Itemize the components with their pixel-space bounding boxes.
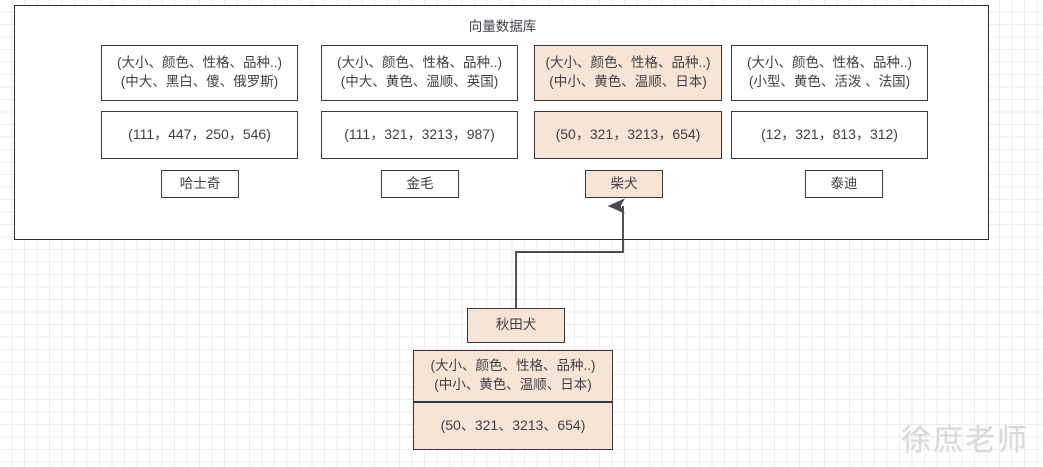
vector-box-teddy: (12，321，813，312) [731,111,928,159]
attributes-box-teddy: (大小、颜色、性格、品种..) (小型、黄色、活泼 、法国) [731,45,928,101]
match-arrow-path [515,198,625,308]
label-box-shiba-inu: 柴犬 [585,170,663,198]
attributes-box-husky: (大小、颜色、性格、品种..) (中大、黑白、傻、俄罗斯) [101,45,298,101]
label-box-golden-retriever: 金毛 [381,170,459,198]
vector-box-husky: (111，447，250，546) [101,111,298,159]
vector-box-shiba-inu: (50，321，3213，654) [534,111,722,159]
vector-box-akita: (50、321、3213、654) [413,402,613,450]
label-box-akita: 秋田犬 [467,308,565,343]
attributes-box-akita: (大小、颜色、性格、品种..) (中小、黄色、温顺、日本) [413,350,613,402]
watermark-text: 徐庶老师 [901,423,1029,458]
label-box-husky: 哈士奇 [161,170,239,198]
label-box-teddy: 泰迪 [805,170,883,198]
vector-database-title: 向量数据库 [468,19,537,34]
vector-box-golden-retriever: (111，321，3213，987) [321,111,518,159]
attributes-box-golden-retriever: (大小、颜色、性格、品种..) (中大、黄色、温顺、英国) [321,45,518,101]
attributes-box-shiba-inu: (大小、颜色、性格、品种..) (中小、黄色、温顺、日本) [534,45,722,101]
